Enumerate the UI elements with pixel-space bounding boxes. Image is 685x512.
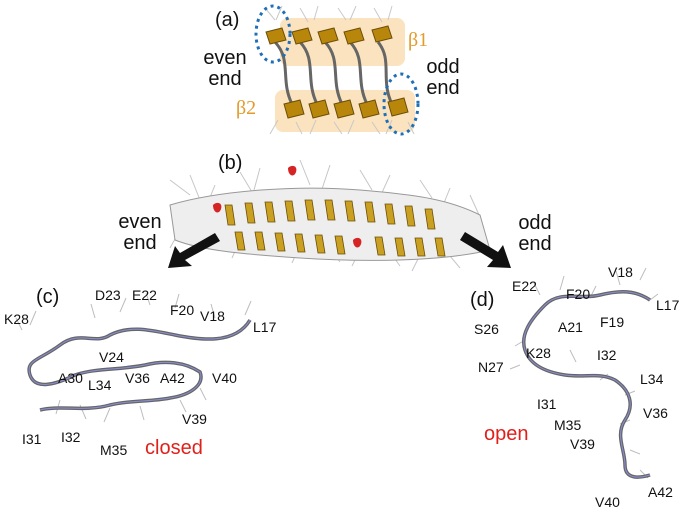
residue-label: A42 xyxy=(160,370,185,386)
residue-label: V18 xyxy=(608,264,633,280)
residue-label: A21 xyxy=(558,319,583,335)
residue-label: V18 xyxy=(200,308,225,324)
residue-label: L34 xyxy=(88,377,112,393)
residue-label: V40 xyxy=(595,494,620,510)
odd-end-dashed-circle xyxy=(382,72,420,136)
backbone-loops xyxy=(273,40,394,105)
even-end-dashed-circle xyxy=(254,4,292,64)
residue-label: K28 xyxy=(526,345,551,361)
residue-label: L17 xyxy=(253,319,277,335)
residue-label: F19 xyxy=(600,314,625,330)
residue-label: M35 xyxy=(554,417,582,433)
residue-label: F20 xyxy=(170,302,195,318)
residue-label: V39 xyxy=(570,436,595,452)
open-state-label: open xyxy=(484,423,529,445)
panel-b-label: (b) xyxy=(218,152,243,174)
residue-label: N27 xyxy=(478,359,504,375)
helix-top xyxy=(288,165,297,176)
residue-label: D23 xyxy=(95,287,121,303)
residue-label: I31 xyxy=(537,396,557,412)
odd-end-arrow xyxy=(460,232,511,268)
residue-label: A30 xyxy=(58,370,83,386)
panel-b-even-end: even end xyxy=(118,211,162,254)
residue-label: V40 xyxy=(212,370,237,386)
closed-state-label: closed xyxy=(145,437,203,459)
open-side-chains xyxy=(509,267,659,479)
panel-a-even-end: even end xyxy=(203,47,247,90)
open-backbone-highlight xyxy=(523,291,651,478)
residue-label: L34 xyxy=(640,371,664,387)
panel-c-label: (c) xyxy=(36,286,60,308)
beta1-strands xyxy=(265,25,393,45)
residue-label: M35 xyxy=(100,442,128,458)
panel-b-odd-end: odd end xyxy=(518,212,552,255)
helix-left xyxy=(213,202,222,213)
residue-label: F20 xyxy=(566,286,591,302)
even-end-arrow xyxy=(168,233,220,268)
panel-c-structure xyxy=(15,292,252,423)
panel-d-label: (d) xyxy=(470,289,495,311)
panel-b-structure xyxy=(168,159,511,272)
panel-a-label: (a) xyxy=(215,9,240,31)
fibril-beta-sheets xyxy=(224,199,446,257)
panel-a-odd-end: odd end xyxy=(426,56,460,99)
panel-a-structure xyxy=(254,4,420,136)
helix-right xyxy=(353,237,362,248)
residue-label: V36 xyxy=(643,405,668,421)
residue-label: I32 xyxy=(61,429,81,445)
beta1-label: β1 xyxy=(408,29,429,51)
residue-label: V36 xyxy=(125,370,150,386)
residue-label: V24 xyxy=(99,349,124,365)
residue-label: V39 xyxy=(182,411,207,427)
residue-label: E22 xyxy=(512,278,537,294)
residue-label: E22 xyxy=(132,287,157,303)
closed-backbone xyxy=(27,319,252,412)
beta2-strands xyxy=(283,97,409,119)
residue-label: I32 xyxy=(597,347,617,363)
residue-label: A42 xyxy=(648,484,673,500)
beta2-label: β2 xyxy=(236,97,257,119)
residue-label: K28 xyxy=(4,311,29,327)
residue-label: I31 xyxy=(22,431,42,447)
closed-backbone-highlight xyxy=(28,319,251,411)
panel-d-structure xyxy=(509,267,659,479)
residue-label: S26 xyxy=(474,321,499,337)
residue-label: L17 xyxy=(656,297,680,313)
